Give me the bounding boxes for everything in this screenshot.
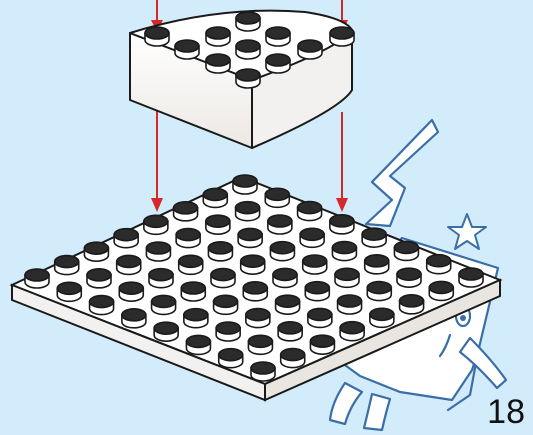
plate-stud (367, 282, 391, 301)
page-number: 18 (487, 395, 525, 429)
plate-stud (114, 229, 138, 248)
plate-stud (270, 242, 294, 261)
plate-stud (87, 269, 111, 288)
plate-stud (211, 269, 235, 288)
plate-stud (154, 322, 178, 341)
plate-stud (208, 242, 232, 261)
brick-stud (266, 27, 290, 46)
plate-stud (273, 268, 297, 287)
plate-stud (300, 228, 324, 247)
plate-stud (184, 309, 208, 328)
plate-stud (203, 188, 227, 207)
plate-stud (149, 269, 173, 288)
plate-stud (90, 296, 114, 315)
plate-stud (122, 309, 146, 328)
plate-stud (338, 295, 362, 314)
plate-stud (310, 335, 334, 354)
plate-stud (429, 281, 453, 300)
plate-stud (179, 255, 203, 274)
plate-stud (397, 268, 421, 287)
brick-stud (236, 40, 260, 59)
plate-stud (400, 295, 424, 314)
plate-stud (55, 256, 79, 275)
plate-stud (281, 349, 305, 368)
plate-stud (246, 309, 270, 328)
plate-stud (241, 255, 265, 274)
plate-stud (251, 362, 275, 381)
plate-stud (206, 215, 230, 234)
quarter-round-brick-icon (130, 11, 354, 148)
plate-stud (265, 188, 289, 207)
plate-stud (144, 215, 168, 234)
plate-stud (117, 255, 141, 274)
plate-stud (176, 229, 200, 248)
plate-stud (362, 228, 386, 247)
plate-stud (152, 295, 176, 314)
plate-stud (394, 241, 418, 260)
plate-stud (365, 255, 389, 274)
plate-stud (308, 308, 332, 327)
plate-stud (25, 269, 49, 288)
plate-stud (146, 242, 170, 261)
brick-stud (330, 27, 354, 46)
plate-stud (119, 282, 143, 301)
plate-stud (216, 322, 240, 341)
plate-stud (330, 215, 354, 234)
plate-stud (276, 295, 300, 314)
plate-stud (181, 282, 205, 301)
plate-stud (248, 335, 272, 354)
plate-stud (459, 268, 483, 287)
plate-stud (214, 295, 238, 314)
star-icon (448, 214, 486, 249)
brick-stud (236, 12, 260, 31)
plate-stud (238, 228, 262, 247)
brick-stud (175, 40, 199, 59)
plate-stud (236, 202, 260, 221)
plate-stud (335, 268, 359, 287)
plate-stud (57, 282, 81, 301)
brick-stud (266, 54, 290, 73)
plate-stud (174, 202, 198, 221)
brick-stud (206, 27, 230, 46)
plate-stud (84, 242, 108, 261)
plate-stud (219, 349, 243, 368)
plate-stud (427, 255, 451, 274)
brick-stud (298, 40, 322, 59)
plate-stud (370, 308, 394, 327)
plate-stud (340, 322, 364, 341)
plate-stud (186, 335, 210, 354)
plate-stud (278, 322, 302, 341)
brick-stud (206, 54, 230, 73)
plate-stud (303, 255, 327, 274)
brick-stud (145, 27, 169, 46)
plate-stud (243, 282, 267, 301)
plate-stud (268, 215, 292, 234)
plate-stud (233, 175, 257, 194)
plate-stud (305, 282, 329, 301)
brick-stud (236, 69, 260, 88)
plate-stud (332, 242, 356, 261)
plate-stud (298, 202, 322, 221)
